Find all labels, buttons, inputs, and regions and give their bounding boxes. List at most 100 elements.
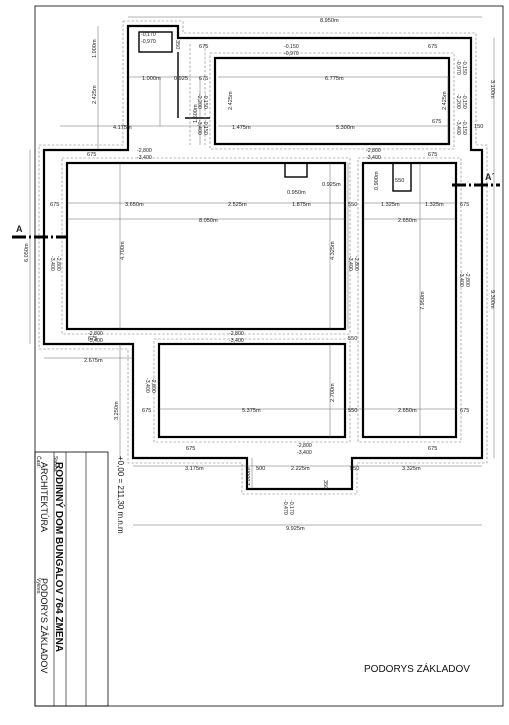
dim-1325b: 1.325m xyxy=(425,202,444,208)
level: -0,150 xyxy=(202,120,208,135)
level: -3,400 xyxy=(137,155,152,161)
dim-675: 675 xyxy=(428,152,437,158)
dim-550: 550 xyxy=(395,178,404,184)
dim-675: 675 xyxy=(142,408,151,414)
dim-right-total: 9.300m xyxy=(489,290,495,309)
dim-right-upper: 3.100m xyxy=(489,80,495,99)
right-room-footing xyxy=(357,157,462,443)
dim-2525: 2.525m xyxy=(228,202,247,208)
dim-5300: 5.300m xyxy=(336,125,355,131)
section-label-a: A xyxy=(16,224,23,234)
right-niche xyxy=(392,162,412,192)
dim-bottom-overall: 9.925m xyxy=(286,526,305,532)
dim-left-upper-2: 2.425m xyxy=(92,85,98,104)
dim-675: 675 xyxy=(87,152,96,158)
lower-room-wall xyxy=(157,342,347,439)
dim-left-upper-1: 1.000m xyxy=(92,39,98,58)
drawing-name: PODORYS ZÁKLADOV xyxy=(39,578,49,674)
level: -3,400 xyxy=(347,256,353,271)
dim-8050: 8.050m xyxy=(199,218,218,224)
lower-room-footing xyxy=(153,338,351,443)
dim-left-lower: 3.250m xyxy=(114,401,120,420)
dim-3175: 3.175m xyxy=(185,466,204,472)
dim-675: 675 xyxy=(428,446,437,452)
connector-walls xyxy=(127,52,210,150)
level: -0,170 xyxy=(141,32,156,38)
level: -0,150 xyxy=(461,94,467,109)
level: -3,400 xyxy=(455,120,461,135)
level: -2,800 xyxy=(229,331,244,337)
dim-675: 675 xyxy=(199,76,208,82)
level: -2,800 xyxy=(150,378,156,393)
dim-675: 675 xyxy=(50,202,59,208)
dim-2700: 2.700m xyxy=(330,383,336,402)
dim-675: 675 xyxy=(199,44,208,50)
level: -0,150 xyxy=(202,94,208,109)
dim-675: 675 xyxy=(460,202,469,208)
upper-room-wall xyxy=(213,56,451,146)
level: -3,400 xyxy=(229,338,244,344)
level: -3,400 xyxy=(297,450,312,456)
dim-0925: 0.925 xyxy=(174,76,188,82)
upper-room-footing xyxy=(209,52,455,150)
level: -2,800 xyxy=(353,256,359,271)
dim-500: 500 xyxy=(256,466,265,472)
dim-3650: 3.650m xyxy=(125,202,144,208)
connector-footing xyxy=(189,44,206,145)
main-room-wall xyxy=(65,161,347,331)
dim-350: 350 xyxy=(174,40,180,49)
dim-top-overall: 8.950m xyxy=(320,18,339,24)
level: -2,200 xyxy=(196,94,202,109)
dim-6775: 6.775m xyxy=(325,76,344,82)
dim-1325a: 1.325m xyxy=(381,202,400,208)
sheet-border xyxy=(34,5,504,707)
level: -3,400 xyxy=(88,338,103,344)
level: -2,800 xyxy=(88,331,103,337)
dim-675: 675 xyxy=(460,408,469,414)
dim-5375: 5.375m xyxy=(242,408,261,414)
level: -0,470 xyxy=(282,500,288,515)
level: -0,150 xyxy=(284,44,299,50)
dim-2675: 2.675m xyxy=(84,358,103,364)
dim-150: 150 xyxy=(474,124,483,130)
dim-675: 675 xyxy=(88,336,97,342)
drawing-title: PODORYS ZÁKLADOV xyxy=(364,664,470,675)
level: -0,970 xyxy=(284,51,299,57)
dim-1875: 1.875m xyxy=(292,202,311,208)
dim-1000: 1.000m xyxy=(142,76,161,82)
level: -0,150 xyxy=(461,60,467,75)
title-block-frame xyxy=(34,451,109,707)
level: -2,800 xyxy=(55,256,61,271)
level: -2,800 xyxy=(464,272,470,287)
dim-0900: 0.900m xyxy=(374,171,380,190)
level: -2,800 xyxy=(366,148,381,154)
level: -2,800 xyxy=(297,443,312,449)
dim-675: 675 xyxy=(432,119,441,125)
dim-1000b: 1.000m xyxy=(246,467,252,486)
dim-2650b: 2.650m xyxy=(398,408,417,414)
dim-2225: 2.225m xyxy=(291,466,310,472)
dim-2650a: 2.650m xyxy=(398,218,417,224)
project-name: RODINNÝ DOM BUNGALOV 764 ZMENA xyxy=(53,462,64,653)
dim-675: 675 xyxy=(428,44,437,50)
dim-1475: 1.475m xyxy=(232,125,251,131)
part-name: ARCHITEKTÚRA xyxy=(39,462,49,533)
dim-675: 675 xyxy=(186,446,195,452)
level: -0,150 xyxy=(461,120,467,135)
outer-foundation-wall xyxy=(42,24,484,491)
dim-2425b: 2.425m xyxy=(442,91,448,110)
level: -3,400 xyxy=(458,272,464,287)
dim-0925b: 0.925m xyxy=(322,182,341,188)
dim-7950: 7.950m xyxy=(420,291,426,310)
outer-footing-line xyxy=(38,20,488,495)
dim-0950: 0.950m xyxy=(287,190,306,196)
level: -0,970 xyxy=(141,39,156,45)
dim-2425a: 2.425m xyxy=(228,91,234,110)
dim-350: 350 xyxy=(322,480,328,489)
dim-left-total: 6.050m xyxy=(24,243,30,262)
level: -2,200 xyxy=(455,94,461,109)
dimension-lines xyxy=(29,16,495,526)
alcove xyxy=(284,162,308,178)
